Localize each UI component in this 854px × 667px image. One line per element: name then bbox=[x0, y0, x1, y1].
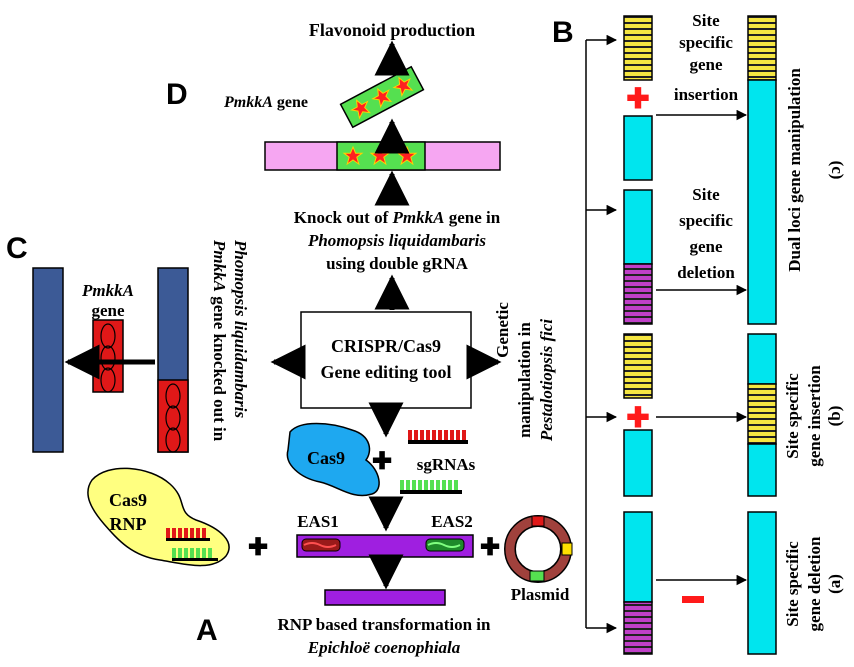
result-c-label: Dual loci gene manipulation bbox=[785, 68, 804, 272]
panel-a-letter: A bbox=[196, 614, 218, 647]
minus-delete-a bbox=[682, 596, 704, 603]
flavonoid-label: Flavonoid production bbox=[309, 20, 475, 40]
result-a-line2: gene deletion bbox=[805, 536, 824, 631]
b-result-cyan-bottom bbox=[747, 443, 777, 497]
cas9-protein bbox=[286, 422, 380, 497]
knockout-line1: Knock out of PmkkA gene in bbox=[294, 208, 501, 227]
c-deletion-w1: Site bbox=[692, 185, 720, 204]
plasmid-label: Plasmid bbox=[511, 585, 570, 604]
c-insert-yellow bbox=[623, 15, 653, 81]
a-result-cyan bbox=[747, 511, 777, 655]
plus-plasmid: ✚ bbox=[480, 535, 500, 561]
crispr-box bbox=[300, 311, 472, 409]
sgrna-green bbox=[400, 480, 462, 494]
b-insert-cyan bbox=[623, 429, 653, 497]
panel-c: C PmkkA gene PmkkA gene knocked out in P… bbox=[6, 232, 250, 453]
c-insertion-w3: gene bbox=[689, 55, 723, 74]
b-side-line2: manipulation in bbox=[515, 322, 534, 438]
c-insert-cyan bbox=[623, 115, 653, 181]
c-deletion-w2: specific bbox=[679, 211, 733, 230]
plus-rnp: ✚ bbox=[248, 535, 268, 561]
a-caption-line1: RNP based transformation in bbox=[278, 615, 492, 634]
cas9-label: Cas9 bbox=[307, 448, 345, 468]
excised-gene-box bbox=[339, 65, 425, 129]
c-knocked-bar bbox=[32, 267, 64, 453]
d-chromosome-bar bbox=[264, 141, 501, 171]
plus-insert-b: ✚ bbox=[626, 402, 649, 433]
crispr-line2: Gene editing tool bbox=[321, 362, 452, 382]
result-a-tag: (a) bbox=[825, 574, 844, 594]
c-deletion-w3: gene bbox=[689, 237, 723, 256]
c-side-line1: PmkkA gene knocked out in bbox=[210, 239, 229, 442]
panel-b: B Genetic manipulation in Pestalotiopsis… bbox=[493, 11, 847, 655]
plasmid-ring bbox=[504, 515, 573, 583]
plus-insert-c: ✚ bbox=[626, 83, 649, 114]
b-side-line3: Pestalotiopsis fici bbox=[537, 319, 556, 443]
result-c-tag: (c) bbox=[828, 161, 847, 180]
c-delete-cyan bbox=[623, 189, 653, 265]
c-insertion-w1: Site bbox=[692, 11, 720, 30]
a-result-bar bbox=[324, 589, 446, 606]
rnp-sgrna-red bbox=[166, 528, 210, 541]
panel-b-letter: B bbox=[552, 16, 574, 49]
panel-d-letter: D bbox=[166, 78, 188, 111]
panel-d: D Flavonoid production PmkkA gene Knock … bbox=[166, 20, 501, 273]
c-removed-gene bbox=[92, 319, 124, 393]
d-gene-label: PmkkA gene bbox=[223, 94, 308, 111]
c-insertion-w4: insertion bbox=[674, 85, 739, 104]
c-insertion-w2: specific bbox=[679, 33, 733, 52]
sgrna-label: sgRNAs bbox=[417, 455, 476, 474]
plus-cas9-sgrna: ✚ bbox=[372, 449, 392, 475]
c-gene-word: gene bbox=[91, 301, 125, 320]
b-result-cyan-top bbox=[747, 333, 777, 385]
a-caption-line2: Epichloë coenophiala bbox=[307, 638, 461, 657]
knockout-line3: using double gRNA bbox=[326, 254, 468, 273]
result-b-line1: Site specific bbox=[783, 373, 802, 459]
b-insert-yellow bbox=[623, 333, 653, 399]
a-delete-purple bbox=[623, 601, 653, 655]
result-b-line2: gene insertion bbox=[805, 365, 824, 467]
b-side-line1: Genetic bbox=[493, 302, 512, 358]
c-gene-segment bbox=[157, 379, 189, 453]
c-gene-name: PmkkA bbox=[81, 281, 134, 300]
knockout-line2: Phomopsis liquidambaris bbox=[307, 231, 486, 250]
center-crispr: CRISPR/Cas9 Gene editing tool bbox=[270, 274, 502, 438]
crispr-line1: CRISPR/Cas9 bbox=[331, 336, 441, 356]
result-b-tag: (b) bbox=[825, 406, 844, 427]
rnp-sgrna-green bbox=[172, 548, 218, 561]
sgrna-red bbox=[408, 430, 468, 444]
eas1-label: EAS1 bbox=[297, 512, 339, 531]
rnp-line2: RNP bbox=[110, 514, 147, 534]
c-deletion-w4: deletion bbox=[677, 263, 735, 282]
c-result-yellow bbox=[747, 15, 777, 81]
a-delete-cyan bbox=[623, 511, 653, 603]
b-result-yellow bbox=[747, 383, 777, 445]
cas9-rnp bbox=[87, 467, 230, 567]
result-a-line1: Site specific bbox=[783, 541, 802, 627]
rnp-line1: Cas9 bbox=[109, 490, 147, 510]
panel-a: Cas9 ✚ sgRNAs Cas9 RNP ✚ EAS1 EAS2 bbox=[87, 422, 573, 657]
panel-c-letter: C bbox=[6, 232, 28, 265]
c-delete-purple bbox=[623, 263, 653, 325]
c-side-line2: Phomopsis liquidambaris bbox=[231, 239, 250, 418]
eas2-label: EAS2 bbox=[431, 512, 473, 531]
c-result-cyan bbox=[747, 79, 777, 325]
